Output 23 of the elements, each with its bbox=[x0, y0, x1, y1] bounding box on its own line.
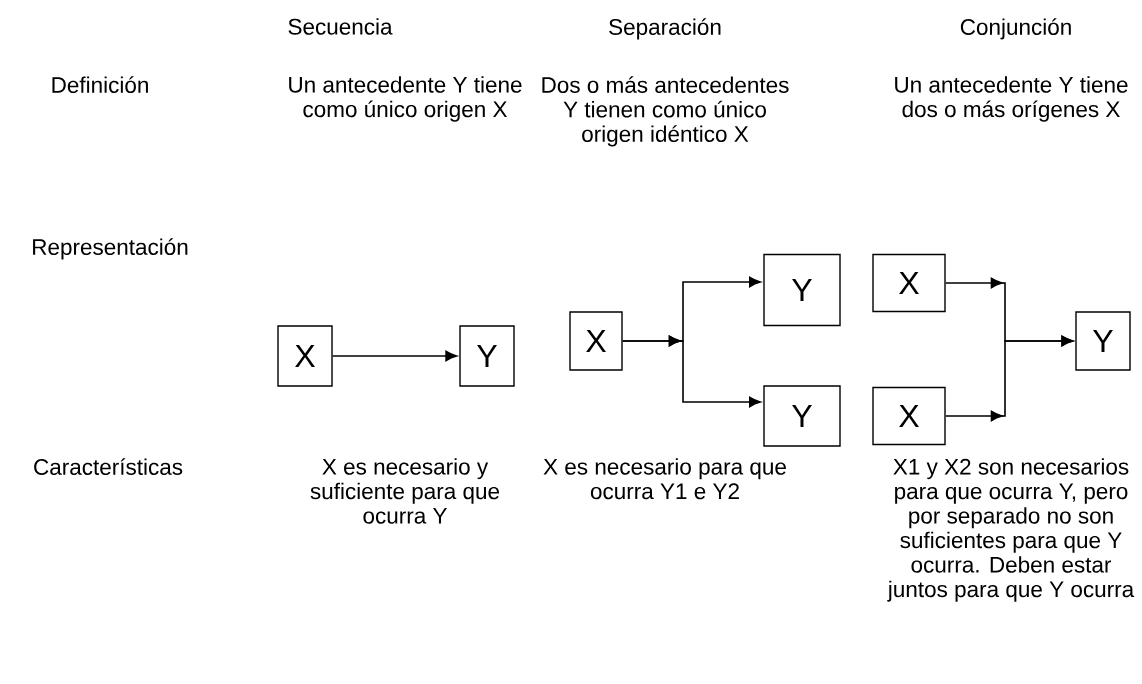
letter-box: Y bbox=[763, 385, 841, 447]
letter-box: X bbox=[872, 253, 946, 313]
letter-box: Y bbox=[1075, 311, 1131, 371]
letter-box: X bbox=[872, 386, 946, 446]
arrow bbox=[944, 335, 1074, 422]
column-header: Conjunción bbox=[960, 18, 1071, 40]
cell-text: X1 y X2 son necesarios para que ocurra Y, pero por separado no son suficientes para que Y ocurra. Deben estar juntos para que Y ocurra bbox=[887, 458, 1135, 602]
column-header: Secuencia bbox=[288, 18, 393, 35]
column-header: Separación bbox=[609, 18, 721, 40]
cell-text: Dos o más antecedentes Y tienen como único origen idéntico X bbox=[542, 76, 789, 147]
row-header: Representación bbox=[33, 238, 188, 260]
letter-box: X bbox=[569, 311, 623, 371]
cell-text: X es necesario para que ocurra Y1 e Y2 bbox=[543, 458, 786, 500]
row-header: Definición bbox=[52, 76, 148, 93]
row-header: Características bbox=[34, 458, 183, 475]
letter-box: Y bbox=[459, 325, 515, 387]
cell-text: Un antecedente Y tiene dos o más orígenes X bbox=[895, 76, 1128, 122]
arrow bbox=[331, 350, 458, 362]
letter-box: X bbox=[277, 325, 333, 387]
letter-box: Y bbox=[763, 253, 841, 327]
arrow bbox=[621, 335, 761, 408]
cell-text: X es necesario y suficiente para que ocurra Y bbox=[310, 458, 499, 524]
cell-text: Un antecedente Y tiene como único origen X bbox=[289, 76, 522, 122]
